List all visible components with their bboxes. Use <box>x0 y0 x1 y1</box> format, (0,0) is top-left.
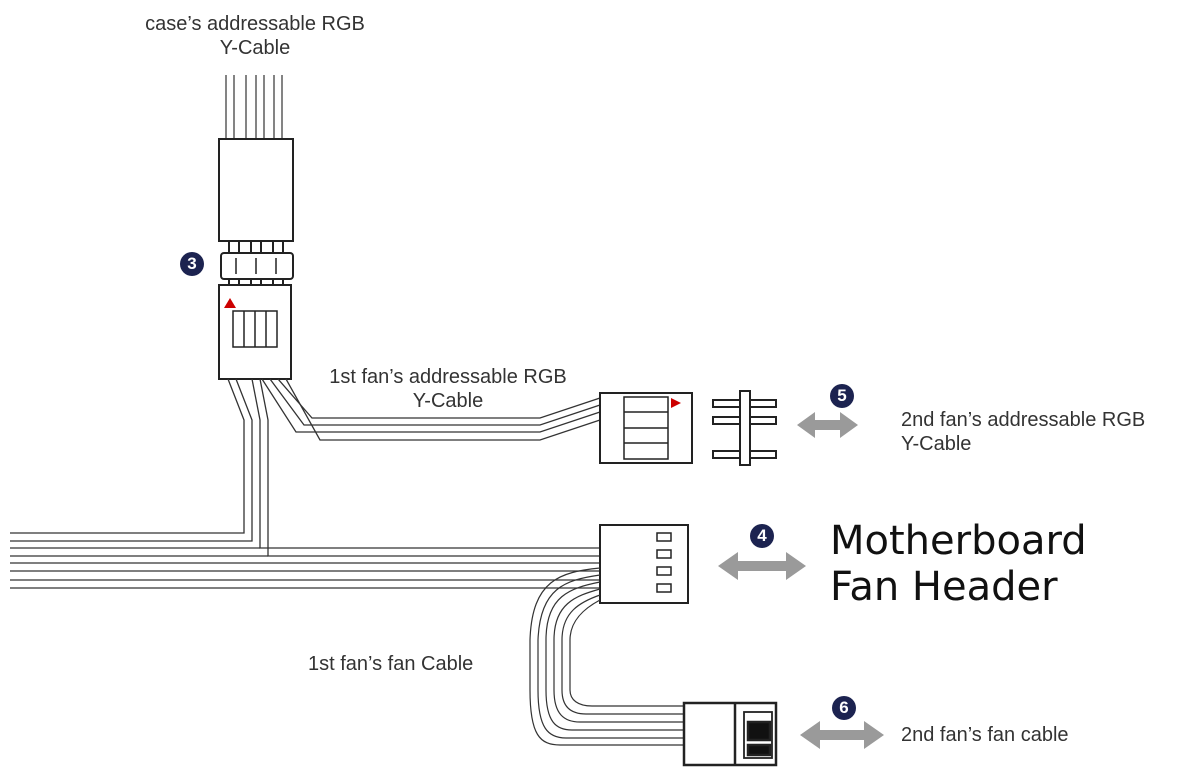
fan1-fan-cable-label: 1st fan’s fan Cable <box>308 653 474 675</box>
fan1-rgb-cable-label: 1st fan’s addressable RGB Y-Cable <box>298 365 598 413</box>
arrow-fan2-cable-icon <box>800 721 884 749</box>
main-fan-bundle <box>10 547 600 589</box>
fan2-cable-connector <box>682 701 778 767</box>
fan2-rgb-cable-label-line2: Y-Cable <box>901 433 972 455</box>
step-4-badge: 4 <box>750 524 774 548</box>
fan1-rgb-cable-label-line2: Y-Cable <box>412 390 484 412</box>
fan2-fan-cable-label: 2nd fan’s fan cable <box>901 724 1069 746</box>
motherboard-label-line2: Fan Header <box>830 564 1058 610</box>
pin1-marker-icon <box>224 298 236 308</box>
case-rgb-cable-label-line2: Y-Cable <box>219 37 291 59</box>
step-6-badge: 6 <box>832 696 856 720</box>
fan2-rgb-cable-label: 2nd fan’s addressable RGB Y-Cable <box>901 408 1145 456</box>
fan1-rgb-wires <box>261 378 601 441</box>
step-3-badge: 3 <box>180 252 204 276</box>
fan2-rgb-cable-label-line1: 2nd fan’s addressable RGB <box>901 409 1146 431</box>
housing-down-wires <box>10 378 600 557</box>
motherboard-fan-connector <box>599 524 689 604</box>
arrow-fan2-rgb-icon <box>797 412 858 438</box>
arrow-motherboard-icon <box>718 552 806 580</box>
fan1-cable-wires <box>529 567 684 746</box>
step-5-badge: 5 <box>830 384 854 408</box>
motherboard-fan-header-label: Motherboard Fan Header <box>830 518 1087 610</box>
fan2-rgb-pin-header <box>712 390 777 466</box>
case-rgb-connector <box>218 138 294 286</box>
fan1-rgb-cable-label-line1: 1st fan’s addressable RGB <box>329 366 567 388</box>
case-rgb-wires <box>225 75 283 140</box>
pin1-marker-icon <box>671 398 681 408</box>
motherboard-label-line1: Motherboard <box>830 518 1087 564</box>
case-rgb-cable-label-line1: case’s addressable RGB <box>145 13 365 35</box>
fan1-rgb-connector <box>599 392 693 464</box>
case-rgb-cable-label: case’s addressable RGB Y-Cable <box>110 12 400 60</box>
